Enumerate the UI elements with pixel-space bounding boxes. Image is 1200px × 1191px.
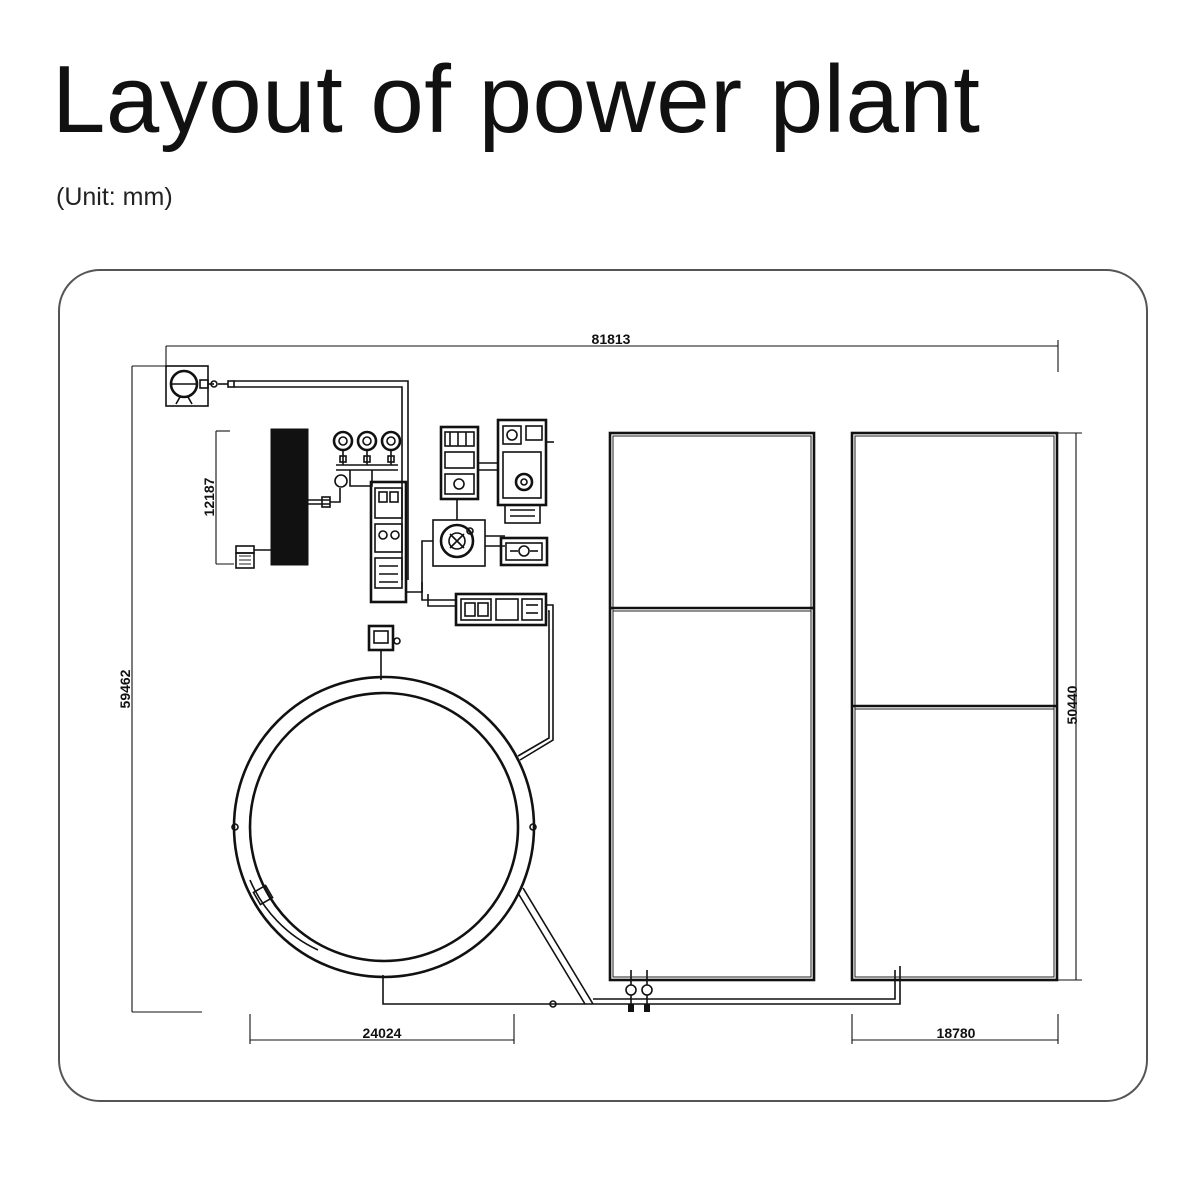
cooling-panel (270, 428, 348, 566)
control-cabinet-left (439, 425, 480, 501)
dimension-label-equipment-height: 12187 (201, 477, 217, 516)
page-title: Layout of power plant (52, 46, 981, 153)
dimension-equipment-height: 12187 (201, 430, 234, 565)
gas-engine-unit (499, 536, 549, 567)
dimension-label-overall-height: 59462 (117, 669, 133, 708)
dimension-overall-height: 59462 (117, 365, 202, 1013)
dimension-label-overall-width: 81813 (592, 331, 631, 347)
field-right (850, 431, 1059, 982)
control-cabinet-right (478, 418, 554, 524)
dimension-overall-width: 81813 (165, 331, 1059, 372)
dimension-label-tank-width: 24024 (363, 1025, 402, 1041)
dimension-label-field-width: 18780 (937, 1025, 976, 1041)
horizontal-skid (421, 582, 554, 761)
equipment-skid (369, 480, 423, 604)
small-tank (235, 545, 271, 569)
drawing-panel (58, 269, 1148, 1102)
dimension-field-height: 50440 (1058, 432, 1082, 981)
bottom-pipe-network (382, 887, 901, 1012)
inlet-unit (165, 365, 235, 407)
dimension-tank-width: 24024 (249, 1014, 515, 1044)
separator-unit (421, 500, 505, 582)
triple-pump-unit (332, 430, 402, 487)
unit-note: (Unit: mm) (56, 183, 173, 211)
storage-tank (231, 675, 537, 979)
field-left (608, 431, 816, 982)
dimension-label-field-height: 50440 (1064, 685, 1080, 724)
dimension-field-width: 18780 (851, 1014, 1059, 1044)
tank-meter-box (367, 624, 401, 680)
